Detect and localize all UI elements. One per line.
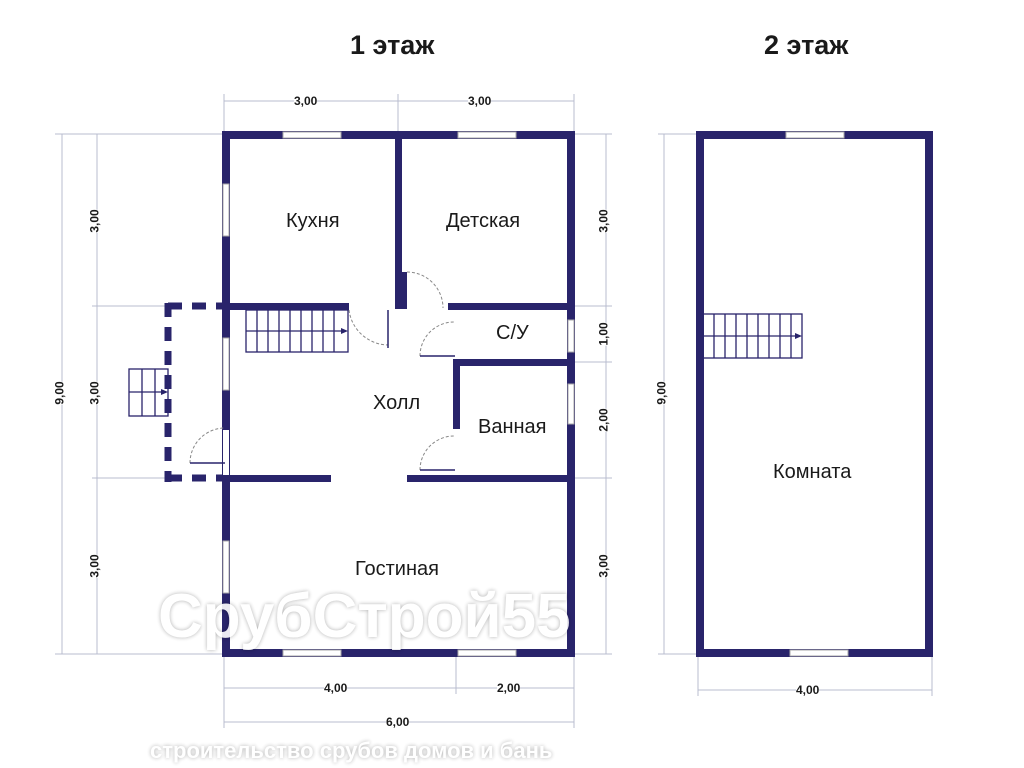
dim-top-2: 3,00 (468, 94, 492, 108)
dim-right-2: 1,00 (596, 322, 611, 346)
room-living: Гостиная (355, 558, 439, 580)
watermark-brand: СрубСтрой55 (158, 582, 571, 651)
dim-left-total: 9,00 (52, 381, 67, 405)
dim-left-3: 3,00 (87, 554, 102, 578)
dim-left-1: 3,00 (87, 209, 102, 233)
room-bath: Ванная (478, 416, 547, 438)
door-leaves (190, 310, 455, 471)
dim-right-3: 2,00 (596, 408, 611, 432)
room-kitchen: Кухня (286, 210, 340, 232)
room-wc: С/У (496, 322, 529, 344)
windows (222, 131, 849, 657)
dim2-left-total: 9,00 (654, 381, 669, 405)
dim-bottom-2: 2,00 (497, 681, 521, 695)
dim-bottom-total: 6,00 (386, 715, 410, 729)
watermark-slogan: строительство срубов домов и бань (150, 738, 553, 763)
dim-top-1: 3,00 (294, 94, 318, 108)
dim-right-4: 3,00 (596, 554, 611, 578)
floor2-title: 2 этаж (764, 30, 849, 60)
door-swings (189, 271, 455, 471)
veranda-dashed (164, 302, 222, 482)
room-komnata: Комната (773, 461, 852, 483)
floor1-title: 1 этаж (350, 30, 435, 60)
stair-arrows (161, 328, 802, 395)
room-kids: Детская (446, 210, 521, 232)
dim2-bottom: 4,00 (796, 683, 820, 697)
dim-right-1: 3,00 (596, 209, 611, 233)
room-hall: Холл (373, 392, 421, 414)
stairs (128, 309, 803, 417)
dim-bottom-1: 4,00 (324, 681, 348, 695)
dim-left-2: 3,00 (87, 381, 102, 405)
